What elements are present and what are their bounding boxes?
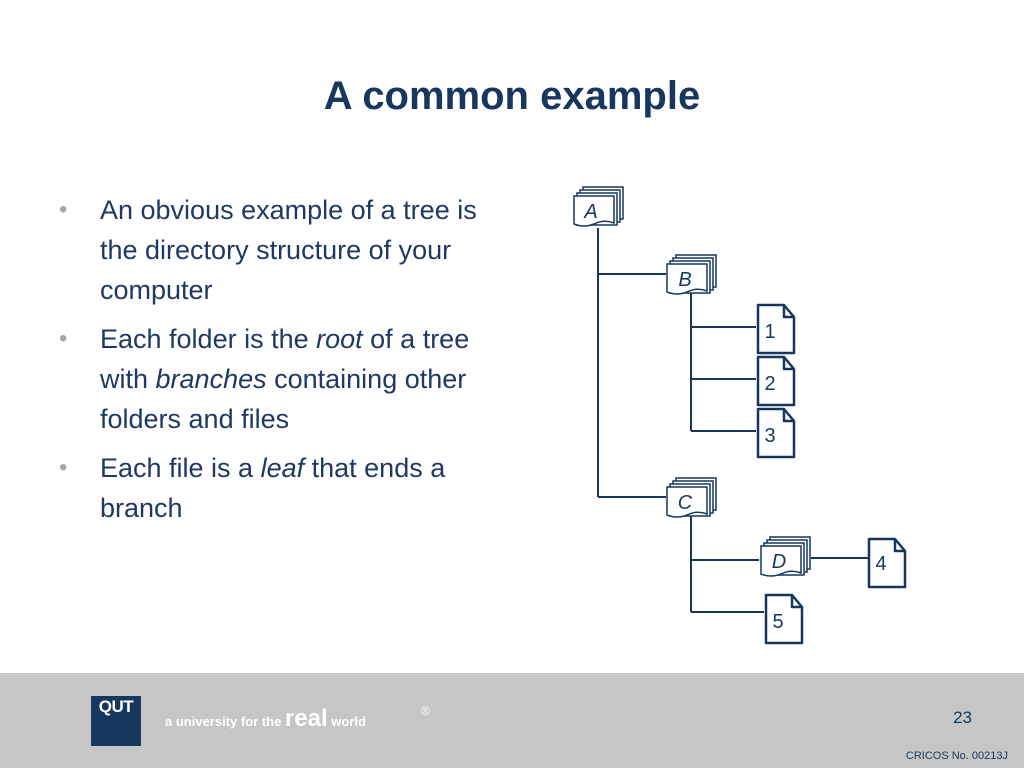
bullet-item: An obvious example of a tree is the dire… <box>55 190 495 310</box>
folder-label-d: D <box>772 551 786 573</box>
bullet-text: of a tree with <box>100 324 470 394</box>
bullet-text: Each file is a <box>100 453 261 483</box>
bullet-emphasis: root <box>316 324 363 354</box>
tree-connectors <box>597 228 868 613</box>
slide-title: A common example <box>323 74 701 118</box>
file-icon-2: 2 <box>756 355 796 407</box>
bullet-text: containing other folders and files <box>100 364 467 434</box>
file-label-5: 5 <box>772 611 783 633</box>
tagline-real: real <box>284 705 328 732</box>
folder-label-a: A <box>583 201 597 223</box>
file-icon-4: 4 <box>867 537 907 589</box>
folder-icon-a: A <box>573 186 624 227</box>
registered-mark: ® <box>421 704 430 718</box>
qut-logo: QUT <box>91 696 141 746</box>
bullet-item: Each file is a leaf that ends a branch <box>55 448 495 528</box>
folder-label-c: C <box>678 492 693 514</box>
bullet-list: An obvious example of a tree is the dire… <box>55 190 495 537</box>
folder-icon-b: B <box>666 254 717 295</box>
file-label-3: 3 <box>764 425 775 447</box>
tagline-suffix: world <box>327 714 366 729</box>
tagline: a university for the real world <box>165 705 366 733</box>
folder-icon-d: D <box>760 536 811 577</box>
folder-label-b: B <box>678 269 691 291</box>
folder-icon-c: C <box>666 477 717 518</box>
footer-bar: QUT a university for the real world ® 23… <box>0 673 1024 768</box>
file-label-2: 2 <box>764 373 775 395</box>
file-icon-3: 3 <box>756 407 796 459</box>
bullet-text: Each folder is the <box>100 324 317 354</box>
page-number: 23 <box>953 708 972 727</box>
tagline-prefix: a university for the <box>165 714 285 729</box>
file-icon-1: 1 <box>756 303 796 355</box>
bullet-item: Each folder is the root of a tree with b… <box>55 319 495 439</box>
bullet-text: that ends a branch <box>100 453 446 523</box>
bullet-text: An obvious example of a tree is the dire… <box>100 195 477 305</box>
file-icon-5: 5 <box>764 593 804 645</box>
file-label-4: 4 <box>875 553 886 575</box>
cricos-code: CRICOS No. 00213J <box>905 750 1008 762</box>
bullet-emphasis: branches <box>155 364 267 394</box>
bullet-emphasis: leaf <box>260 453 305 483</box>
file-label-1: 1 <box>764 321 775 343</box>
